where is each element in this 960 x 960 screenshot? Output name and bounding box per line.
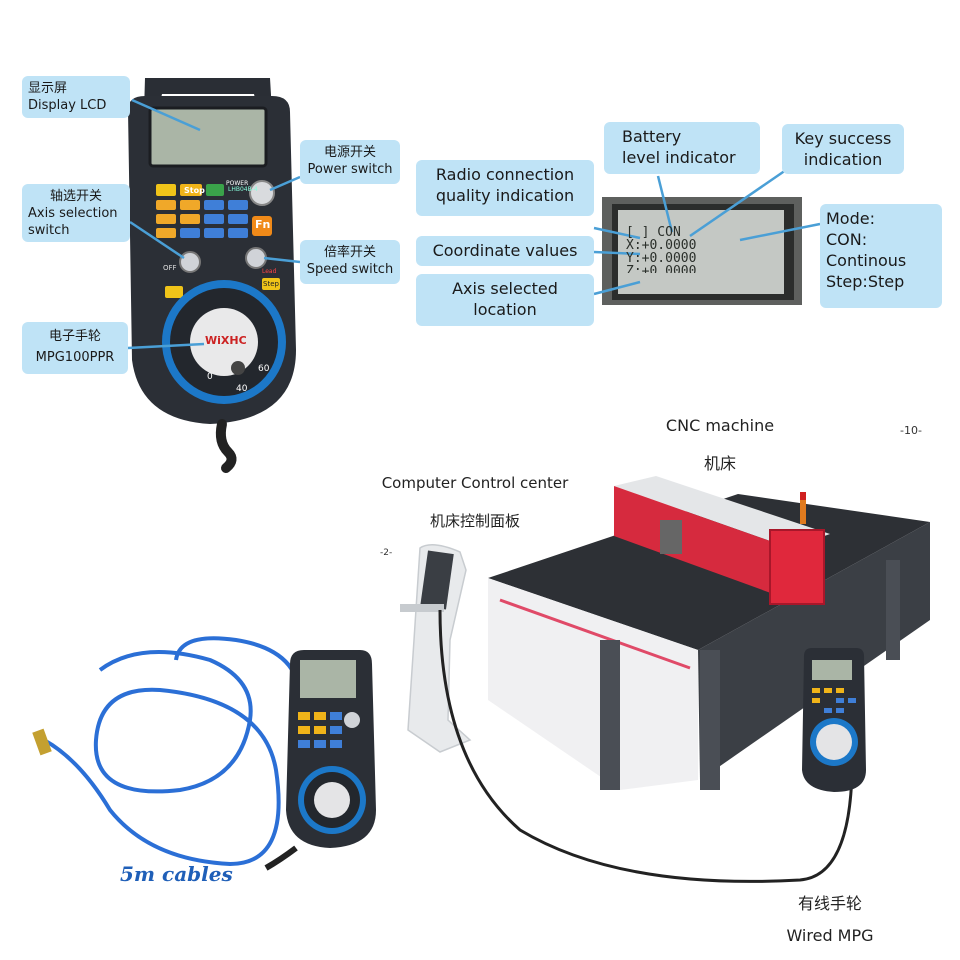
pendant-device-main bbox=[128, 78, 296, 473]
callout-display-lcd-en: Display LCD bbox=[28, 98, 107, 113]
callout-speed-switch-cn: 倍率开关 bbox=[323, 245, 376, 260]
dial-mark-60: 60 bbox=[258, 364, 270, 374]
off-label: OFF bbox=[163, 264, 177, 272]
page-marker-2: -2- bbox=[380, 548, 393, 558]
stop-key-label[interactable]: Stop bbox=[184, 186, 205, 195]
callout-mpg: 电子手轮 MPG100PPR bbox=[22, 322, 128, 374]
callout-battery-l2: level indicator bbox=[622, 148, 736, 167]
pendant-device-wired bbox=[802, 648, 866, 792]
callout-axis-location-l1: Axis selected bbox=[452, 279, 558, 298]
dial-mark-40: 40 bbox=[236, 384, 248, 394]
callout-axis-switch-en1: Axis selection bbox=[28, 206, 118, 221]
key-grid bbox=[156, 184, 280, 298]
callout-key-success: Key success indication bbox=[782, 124, 904, 174]
axis-knob[interactable] bbox=[179, 251, 201, 273]
lcd-row-x: X:+0.0000 bbox=[626, 238, 697, 253]
callout-radio-quality: Radio connection quality indication bbox=[416, 160, 594, 216]
brand-logo: WiXHC bbox=[205, 334, 247, 347]
wired-cable bbox=[438, 609, 854, 883]
page-marker-10: -10- bbox=[900, 424, 922, 437]
callout-battery-l1: Battery bbox=[622, 127, 682, 146]
callout-power-switch: 电源开关 Power switch bbox=[300, 140, 400, 184]
step-key-label[interactable]: Step bbox=[263, 280, 279, 288]
cnc-machine-label-cn: 机床 bbox=[703, 454, 736, 473]
callout-mode-l4: Step:Step bbox=[826, 272, 905, 291]
blue-cable bbox=[43, 650, 281, 867]
control-console bbox=[400, 544, 472, 753]
callout-coord-l1: Coordinate values bbox=[432, 241, 578, 260]
callout-mpg-en: MPG100PPR bbox=[35, 350, 115, 365]
lcd-enlarged bbox=[602, 197, 802, 305]
callout-power-switch-en: Power switch bbox=[307, 162, 393, 177]
callout-mpg-cn: 电子手轮 bbox=[48, 329, 101, 344]
cables-length-label: 5m cables bbox=[120, 862, 233, 886]
dial-mark-0: 0 bbox=[207, 372, 213, 382]
lead-label: Lead bbox=[262, 268, 277, 275]
handwheel[interactable] bbox=[190, 308, 258, 376]
lcd-text-block: [ ] CON X:+0.0000 Y:+0.0000 Z:+0.0000 bbox=[626, 226, 786, 273]
callout-speed-switch-en: Speed switch bbox=[306, 262, 394, 277]
callout-mode-l1: Mode: bbox=[826, 209, 875, 228]
callout-display-lcd-cn: 显示屏 bbox=[28, 81, 68, 96]
control-center-label-cn: 机床控制面板 bbox=[429, 512, 520, 530]
lcd-row-y: Y:+0.0000 bbox=[626, 251, 697, 266]
speed-knob[interactable] bbox=[245, 247, 267, 269]
callout-axis-switch-en2: switch bbox=[28, 223, 70, 238]
callout-axis-location: Axis selected location bbox=[416, 274, 594, 326]
callout-axis-location-l2: location bbox=[473, 300, 537, 319]
callout-display-lcd: 显示屏 Display LCD bbox=[22, 76, 130, 118]
pendant-lcd bbox=[148, 106, 268, 168]
callout-radio-l1: Radio connection bbox=[435, 165, 575, 184]
lcd-row-z: Z:+0.0000 bbox=[626, 265, 697, 273]
fn-key-label[interactable]: Fn bbox=[255, 218, 271, 231]
power-label: POWER bbox=[226, 180, 249, 187]
callout-axis-switch-cn: 轴选开关 bbox=[49, 189, 102, 204]
cnc-machine-label-en: CNC machine bbox=[665, 416, 775, 435]
callout-key-success-l1: Key success bbox=[794, 129, 892, 148]
callout-mode-l2: CON: bbox=[826, 230, 868, 249]
power-knob[interactable] bbox=[249, 180, 275, 206]
callout-battery: Battery level indicator bbox=[604, 122, 760, 174]
callout-coordinate-values: Coordinate values bbox=[416, 236, 594, 266]
model-label: LHB04B-4 bbox=[228, 186, 258, 193]
control-center-label-en: Computer Control center bbox=[381, 474, 569, 492]
callout-axis-switch: 轴选开关 Axis selection switch bbox=[22, 184, 130, 242]
wired-mpg-label-en: Wired MPG bbox=[786, 926, 874, 945]
pendant-device-cable bbox=[32, 636, 376, 871]
callout-speed-switch: 倍率开关 Speed switch bbox=[300, 240, 400, 284]
callout-radio-l2: quality indication bbox=[435, 186, 575, 205]
callout-key-success-l2: indication bbox=[803, 150, 883, 169]
callout-pointers bbox=[127, 98, 821, 350]
callout-power-switch-cn: 电源开关 bbox=[323, 145, 376, 160]
callout-mode-l3: Continous bbox=[826, 251, 907, 270]
gantry-red-panel bbox=[769, 529, 825, 605]
wired-mpg-label-cn: 有线手轮 bbox=[797, 894, 862, 913]
callout-mode: Mode: CON: Continous Step:Step bbox=[820, 204, 942, 308]
lcd-row-status: [ ] CON bbox=[626, 225, 681, 240]
lcd-screen bbox=[618, 210, 784, 294]
